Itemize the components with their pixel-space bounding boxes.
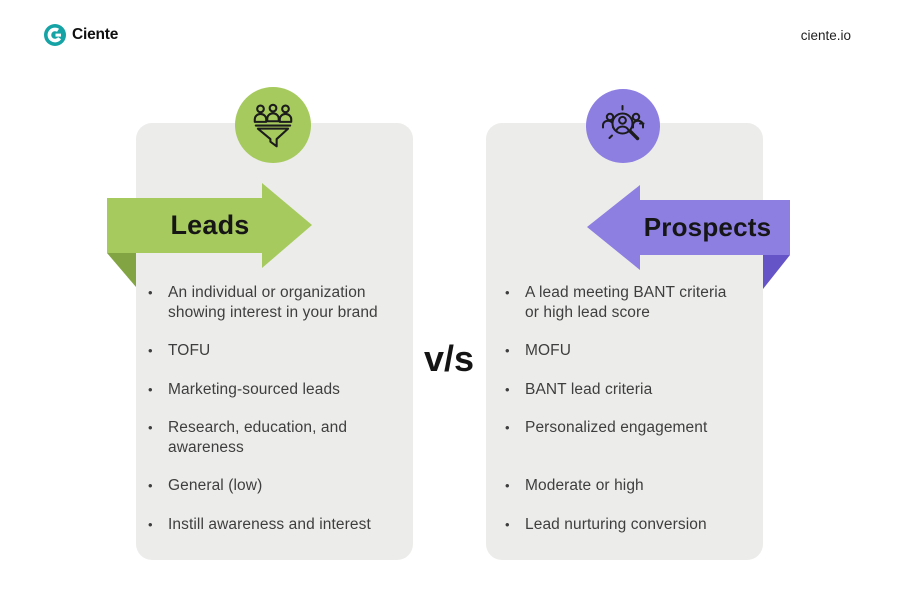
bullet-dot: • <box>148 420 153 435</box>
list-item: • A lead meeting BANT criteria or high l… <box>505 283 759 322</box>
bullet-dot: • <box>148 516 153 532</box>
list-item-text: Moderate or high <box>525 477 644 494</box>
prospects-bullet-list: • A lead meeting BANT criteria or high l… <box>505 283 759 553</box>
list-item-text: A lead meeting BANT criteria or high lea… <box>525 284 727 321</box>
list-item: • Personalized engagement <box>505 418 759 457</box>
list-item-text: TOFU <box>168 342 211 359</box>
prospects-icon-circle <box>586 89 660 163</box>
list-item: • BANT lead criteria <box>505 380 759 400</box>
list-item: • MOFU <box>505 341 759 361</box>
list-item: • Moderate or high <box>505 476 759 496</box>
prospects-card <box>486 123 763 560</box>
list-item-text: Lead nurturing conversion <box>525 515 707 533</box>
bullet-dot: • <box>148 343 153 358</box>
list-item-text: Marketing-sourced leads <box>168 380 341 398</box>
bullet-dot: • <box>505 285 510 300</box>
list-item-text: General (low) <box>168 477 263 494</box>
website-link: ciente.io <box>800 28 851 43</box>
bullet-dot: • <box>505 420 510 435</box>
list-item-text: An individual or organization showing in… <box>168 284 378 321</box>
list-item-text: Personalized engagement <box>525 419 708 436</box>
brand-name: Ciente <box>72 26 119 43</box>
bullet-dot: • <box>148 478 153 493</box>
bullet-dot: • <box>148 285 153 300</box>
prospects-search-icon <box>602 105 645 141</box>
prospects-ribbon-fold <box>763 255 790 289</box>
ciente-logo-icon <box>44 24 66 46</box>
leads-ribbon-fold <box>107 253 136 287</box>
prospects-title: Prospects <box>643 211 772 242</box>
list-item: • Marketing-sourced leads <box>148 380 402 400</box>
leads-bullet-list: • An individual or organization showing … <box>148 283 402 553</box>
leads-funnel-icon <box>253 103 293 148</box>
list-item-text: MOFU <box>525 342 572 359</box>
list-item-text: BANT lead criteria <box>525 380 653 398</box>
bullet-dot: • <box>505 343 510 358</box>
leads-title: Leads <box>170 209 250 240</box>
list-item: • Research, education, and awareness <box>148 418 402 457</box>
bullet-dot: • <box>505 478 510 493</box>
list-item: • Lead nurturing conversion <box>505 515 759 535</box>
list-item: • TOFU <box>148 341 402 361</box>
list-item: • An individual or organization showing … <box>148 283 402 322</box>
list-item-text: Instill awareness and interest <box>168 515 371 533</box>
versus-label: v/s <box>423 338 475 379</box>
list-item-text: Research, education, and awareness <box>168 419 348 456</box>
ciente-logo: Ciente <box>44 24 118 46</box>
bullet-dot: • <box>148 381 153 397</box>
bullet-dot: • <box>505 381 510 397</box>
leads-icon-circle <box>235 87 311 163</box>
list-item: • Instill awareness and interest <box>148 515 402 535</box>
list-item: • General (low) <box>148 476 402 496</box>
bullet-dot: • <box>505 516 510 532</box>
